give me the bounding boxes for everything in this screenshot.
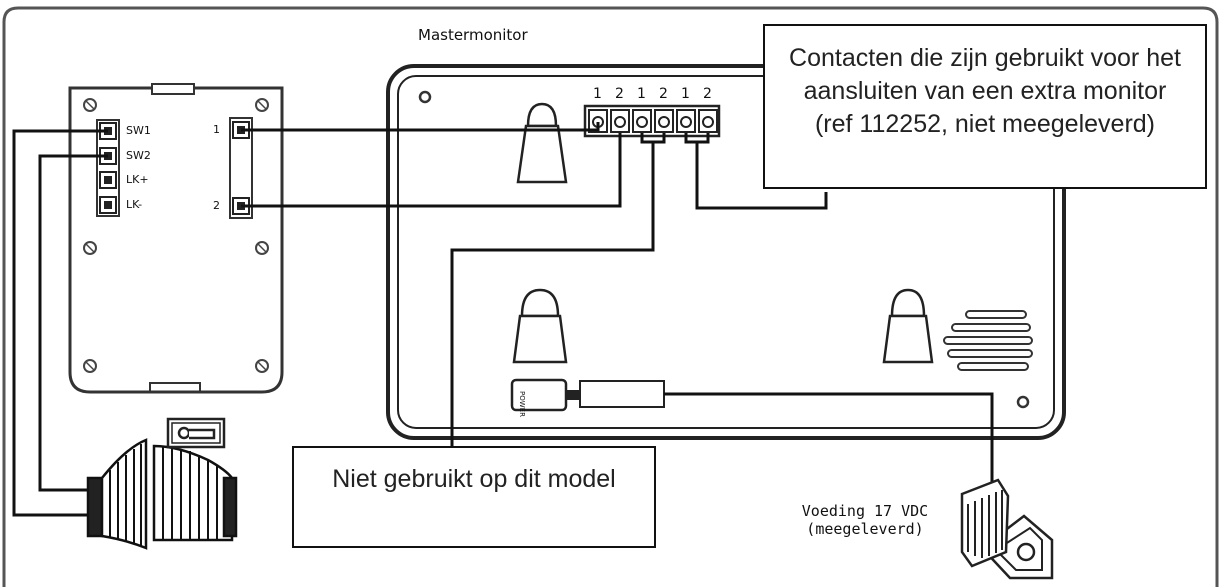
power-supply-label: Voeding 17 VDC (meegeleverd) — [770, 502, 960, 538]
monitor-terminal-number: 2 — [615, 86, 624, 102]
door-station — [68, 83, 284, 394]
callout-not-used-text: Niet gebruikt op dit model — [332, 465, 616, 493]
terminal-label-2: 2 — [213, 199, 220, 212]
monitor-terminal-number: 1 — [681, 86, 690, 102]
wires — [12, 122, 994, 517]
power-connector — [510, 378, 665, 412]
terminal-label-lk-plus: LK+ — [126, 173, 149, 186]
monitor-title: Mastermonitor — [418, 26, 528, 44]
door-left-terminal-block — [96, 119, 120, 217]
power-supply-line2: (meegeleverd) — [806, 520, 924, 538]
callout-extra-monitor: Contacten die zijn gebruikt voor het aan… — [763, 24, 1207, 189]
callout-not-used: Niet gebruikt op dit model — [292, 446, 656, 548]
monitor-terminal-strip — [583, 104, 721, 138]
terminal-label-sw2: SW2 — [126, 149, 151, 162]
speaker-grille — [943, 310, 1033, 371]
monitor-screw — [1016, 395, 1030, 409]
terminal-label-1: 1 — [213, 123, 220, 136]
power-label: POWER — [518, 391, 526, 417]
terminal-label-lk-minus: LK- — [126, 198, 143, 211]
terminal-label-sw1: SW1 — [126, 124, 151, 137]
callout-extra-monitor-text: Contacten die zijn gebruikt voor het aan… — [789, 44, 1181, 138]
monitor-terminal-number: 2 — [659, 86, 668, 102]
wall-hanger — [512, 102, 934, 364]
outer-frame — [2, 6, 1219, 587]
monitor-screw — [418, 90, 432, 104]
power-adapter — [960, 478, 1054, 580]
monitor-terminal-number: 2 — [703, 86, 712, 102]
gate-opener — [86, 438, 238, 550]
key-switch-icon — [166, 417, 226, 449]
door-right-terminal-block — [229, 117, 253, 219]
power-supply-line1: Voeding 17 VDC — [801, 502, 929, 520]
monitor-terminal-number: 1 — [593, 86, 602, 102]
monitor-terminal-number: 1 — [637, 86, 646, 102]
